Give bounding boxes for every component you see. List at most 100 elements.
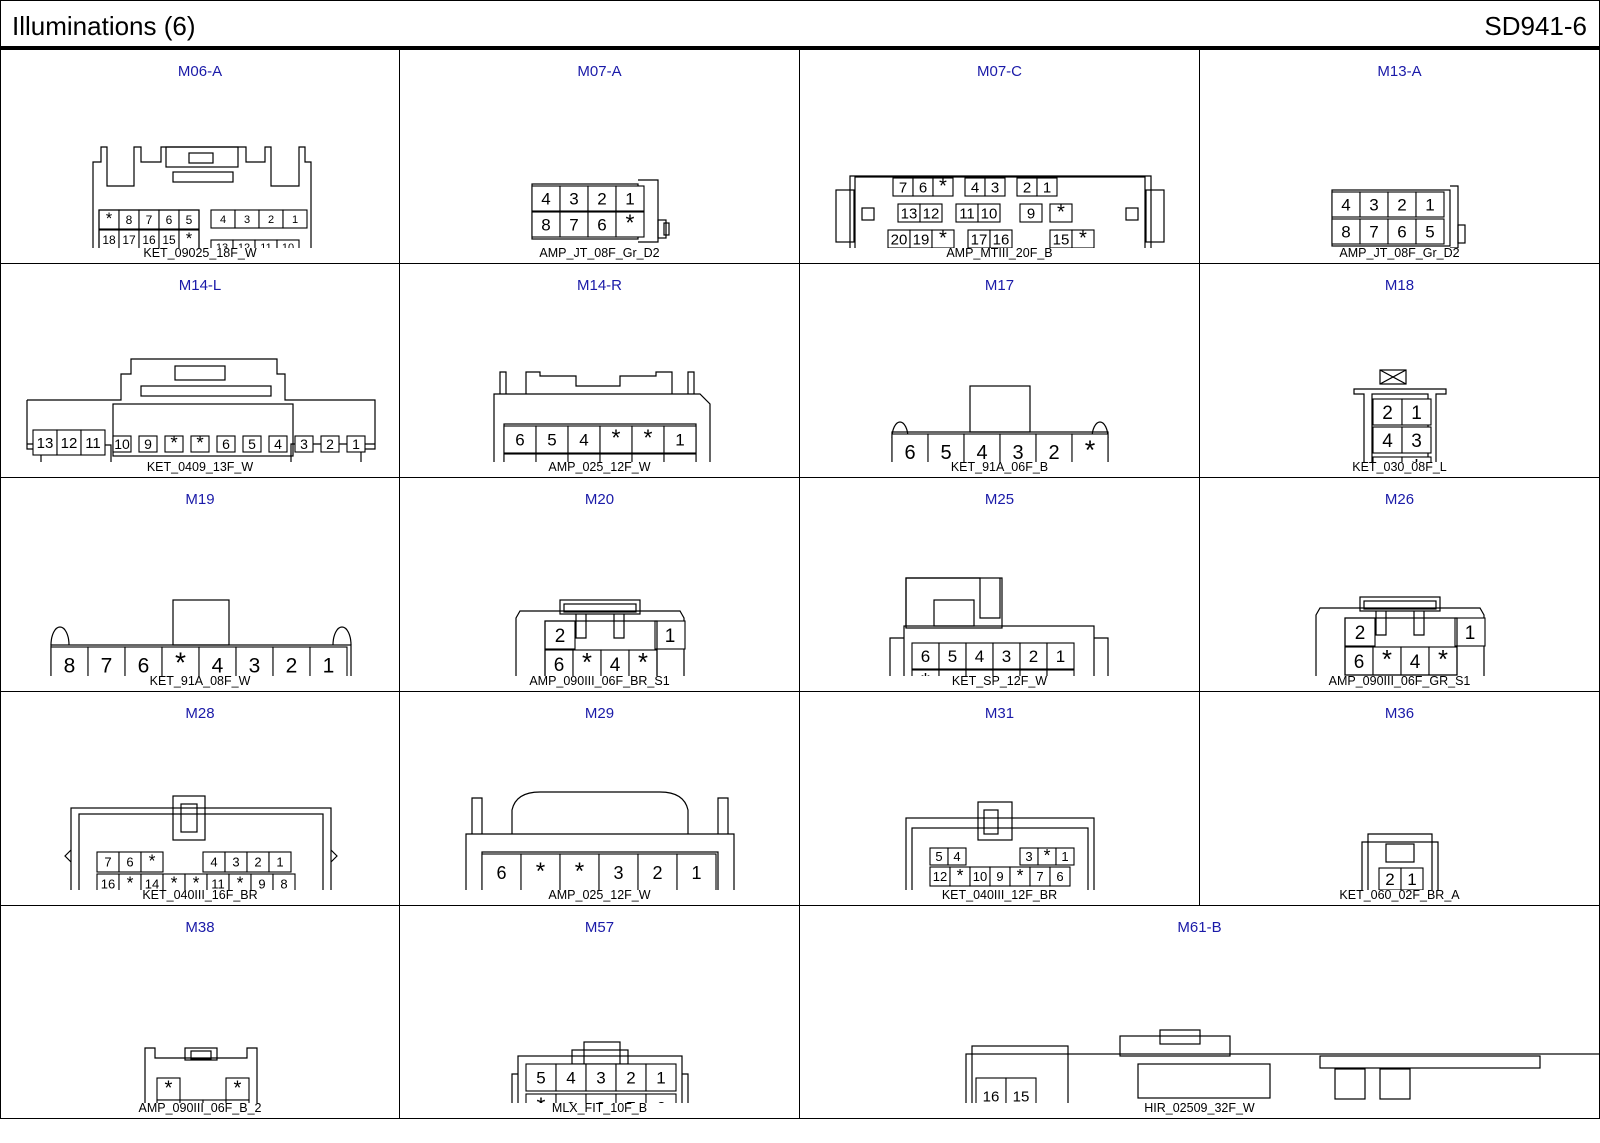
housing-outline	[92, 146, 312, 248]
pin-cell: 4	[268, 435, 288, 453]
pin-cell: *	[164, 433, 184, 454]
connector-id: M26	[1384, 491, 1415, 508]
pin-number: 7	[626, 1099, 635, 1103]
pin-number: 9	[566, 1099, 575, 1103]
pin-cell: 4	[198, 646, 237, 676]
pin-number: *	[612, 425, 621, 451]
pin-number: 3	[232, 855, 239, 870]
housing-outline	[983, 809, 999, 835]
connector-part-number: AMP_025_12F_W	[548, 460, 651, 474]
pin-box	[535, 425, 569, 454]
pin-cell: 1	[309, 646, 348, 676]
pin-number: 4	[1410, 652, 1421, 673]
pin-number: 11	[959, 205, 975, 222]
pin-number: 2	[1029, 647, 1038, 666]
connector-id: M20	[584, 491, 615, 508]
housing-outline	[1145, 189, 1165, 243]
pin-number: 5	[935, 849, 942, 864]
pin-cell: 2	[1016, 177, 1038, 197]
pin-cell: 1	[1415, 191, 1445, 218]
housing-outline	[638, 179, 659, 243]
pin-cell: 6	[891, 433, 929, 462]
housing-outline	[657, 219, 667, 239]
pin-cell: 6	[1372, 456, 1403, 462]
pin-cell: 15	[158, 229, 180, 248]
pin-cell: 5	[179, 1099, 204, 1103]
housing-outline	[1125, 207, 1139, 221]
pin-number: 4	[566, 1069, 575, 1088]
pin-cell: 9	[599, 453, 633, 462]
pin-cell: 4	[567, 425, 601, 454]
pin-number: 6	[597, 216, 606, 235]
pin-number: 6	[222, 436, 230, 452]
pin-box	[587, 185, 617, 212]
pin-number: 5	[536, 1069, 545, 1088]
pin-cell: 13	[897, 203, 921, 223]
pin-number: 13	[37, 435, 54, 452]
pin-number: 11	[543, 459, 561, 462]
housing-outline	[1353, 388, 1447, 462]
pin-number: *	[1044, 845, 1051, 865]
housing-outline	[1137, 1063, 1271, 1099]
pin-number: *	[186, 230, 193, 248]
pin-box	[555, 1093, 587, 1103]
pin-cell: 7	[1359, 218, 1389, 245]
pin-cell: 2	[544, 620, 576, 650]
pin-cell: *	[1428, 646, 1458, 676]
pin-box	[663, 425, 697, 454]
connector-part-number: MLX_FIT_10F_B	[551, 1101, 648, 1115]
pin-box	[1372, 456, 1403, 462]
connector-id: M38	[185, 919, 215, 936]
pin-cell: 3	[598, 853, 639, 890]
pin-cell: 12	[929, 866, 951, 887]
pin-box	[932, 177, 954, 197]
pin-box	[984, 177, 1006, 197]
pin-number: 6	[904, 442, 915, 462]
pin-box	[1454, 617, 1486, 647]
connector-part-number: AMP_090III_06F_B_2	[138, 1101, 262, 1115]
housing-outline	[1385, 843, 1415, 863]
pin-number: *	[193, 873, 200, 890]
connector-id: M07-C	[976, 63, 1022, 80]
pin-box	[977, 203, 1001, 223]
connector-part-number: HIR_02509_32F_W	[1144, 1101, 1255, 1115]
pin-number: 10	[981, 205, 998, 222]
connector-cell: M1821436*87KET_030_08F_L	[1200, 264, 1600, 478]
pin-cell: 8	[631, 453, 665, 462]
pin-number: 6	[656, 1099, 665, 1103]
pin-cell: *	[225, 1077, 250, 1101]
pin-box	[179, 1099, 204, 1103]
pin-box	[32, 429, 58, 456]
pin-number: 10	[973, 869, 987, 884]
pin-cell: 9	[989, 866, 1011, 887]
pin-number: 10	[970, 674, 989, 676]
pin-number: 3	[1411, 431, 1422, 452]
pin-cell: *	[156, 1077, 181, 1101]
housing-outline	[889, 637, 1109, 676]
pin-number: *	[1057, 201, 1065, 223]
pin-cell: 1	[645, 1063, 677, 1092]
pin-box	[567, 453, 601, 462]
pin-number: 3	[569, 190, 578, 209]
pin-box	[216, 435, 236, 453]
pin-box	[965, 669, 994, 676]
pin-box	[1055, 847, 1075, 866]
pin-cell: 5	[927, 433, 965, 462]
pin-number: 10	[575, 459, 594, 462]
pin-box	[645, 1063, 677, 1092]
connector-id: M31	[984, 705, 1015, 722]
pin-box	[676, 853, 717, 890]
pin-number: 2	[652, 863, 662, 883]
pin-cell: 2	[587, 185, 617, 212]
housing-outline	[70, 807, 332, 890]
pin-box	[911, 669, 940, 676]
connector-diagram: 654**1121110987	[493, 371, 711, 462]
pin-box	[600, 649, 630, 676]
